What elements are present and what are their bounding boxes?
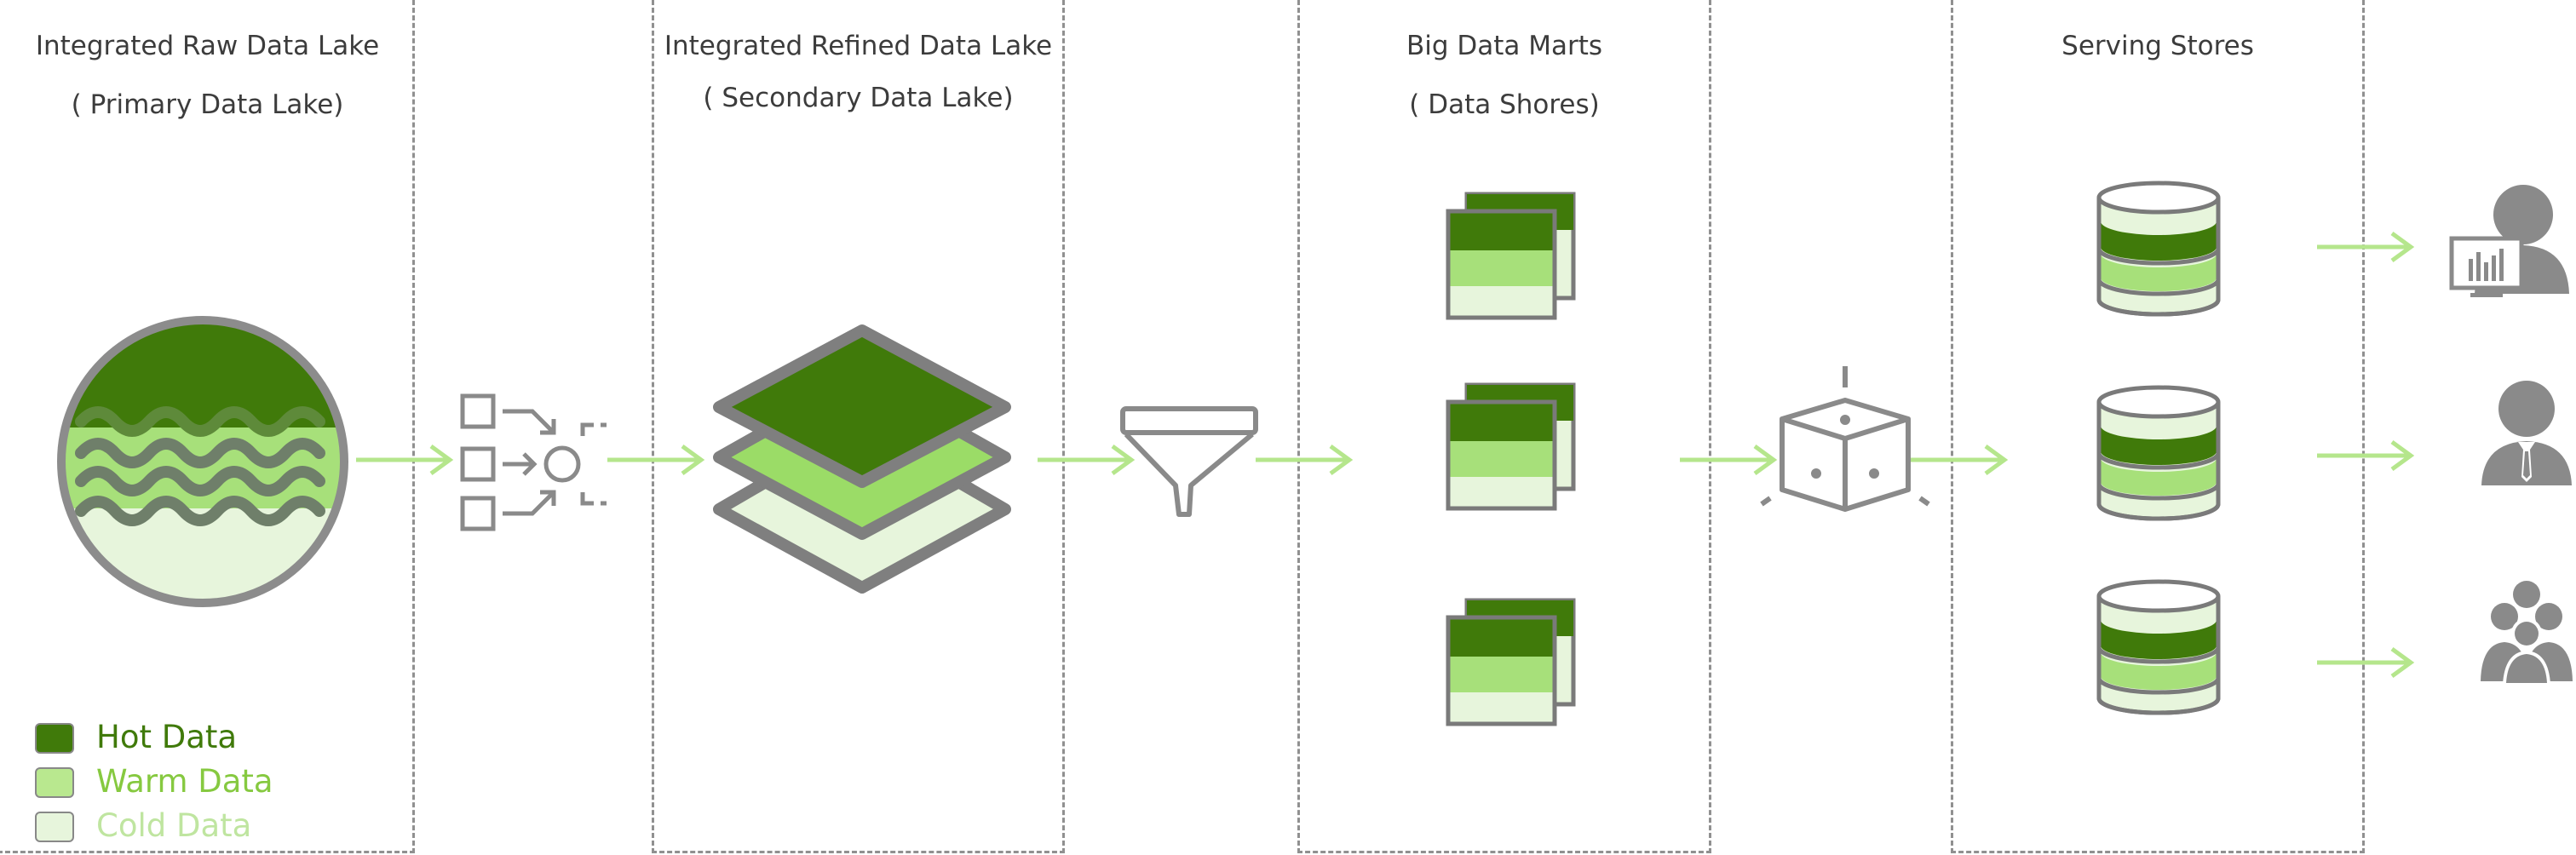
stage-subtitle-data-marts: ( Data Shores) [1409,89,1600,120]
legend-label-hot: Hot Data [96,719,238,755]
legend-label-warm: Warm Data [96,763,273,800]
legend-swatch-cold [35,812,74,842]
stage-box-raw-lake [0,0,415,853]
flow-arrow-1 [356,446,450,473]
legend-swatch-warm [35,767,74,798]
flow-arrow-8 [2317,442,2411,469]
transform-icon [460,393,607,531]
legend-swatch-hot [35,723,74,754]
flow-arrow-9 [2317,649,2411,676]
stage-box-data-marts [1297,0,1711,853]
data-mart-icon-2 [1448,385,1573,508]
database-icon-2 [2099,387,2218,519]
database-icon-3 [2099,582,2218,713]
stage-subtitle-refined-lake: ( Secondary Data Lake) [703,83,1014,113]
stage-box-refined-lake [652,0,1065,853]
stage-title-data-marts: Big Data Marts [1406,31,1603,61]
flow-arrow-2 [607,446,701,473]
legend-label-cold: Cold Data [96,807,252,844]
database-icon-1 [2099,183,2218,314]
flow-arrow-3 [1038,446,1131,473]
lake-circle-icon [57,316,348,607]
funnel-icon [1120,406,1258,517]
analyst-icon [2449,185,2569,297]
stage-box-serving-stores [1951,0,2365,853]
businessman-icon [2481,381,2572,485]
flow-arrow-7 [2317,233,2411,261]
stage-title-raw-lake: Integrated Raw Data Lake [35,31,380,61]
stage-title-refined-lake: Integrated Refined Data Lake [664,31,1053,61]
flow-arrow-6 [1911,446,2004,473]
flow-arrow-5 [1680,446,1774,473]
cube-icon [1760,366,1930,512]
layers-icon [713,324,1011,594]
stage-subtitle-raw-lake: ( Primary Data Lake) [71,89,344,120]
flow-arrow-4 [1256,446,1349,473]
group-icon [2481,581,2573,685]
stage-title-serving-stores: Serving Stores [2061,31,2254,61]
data-mart-icon-3 [1448,600,1573,724]
data-mart-icon-1 [1448,194,1573,318]
